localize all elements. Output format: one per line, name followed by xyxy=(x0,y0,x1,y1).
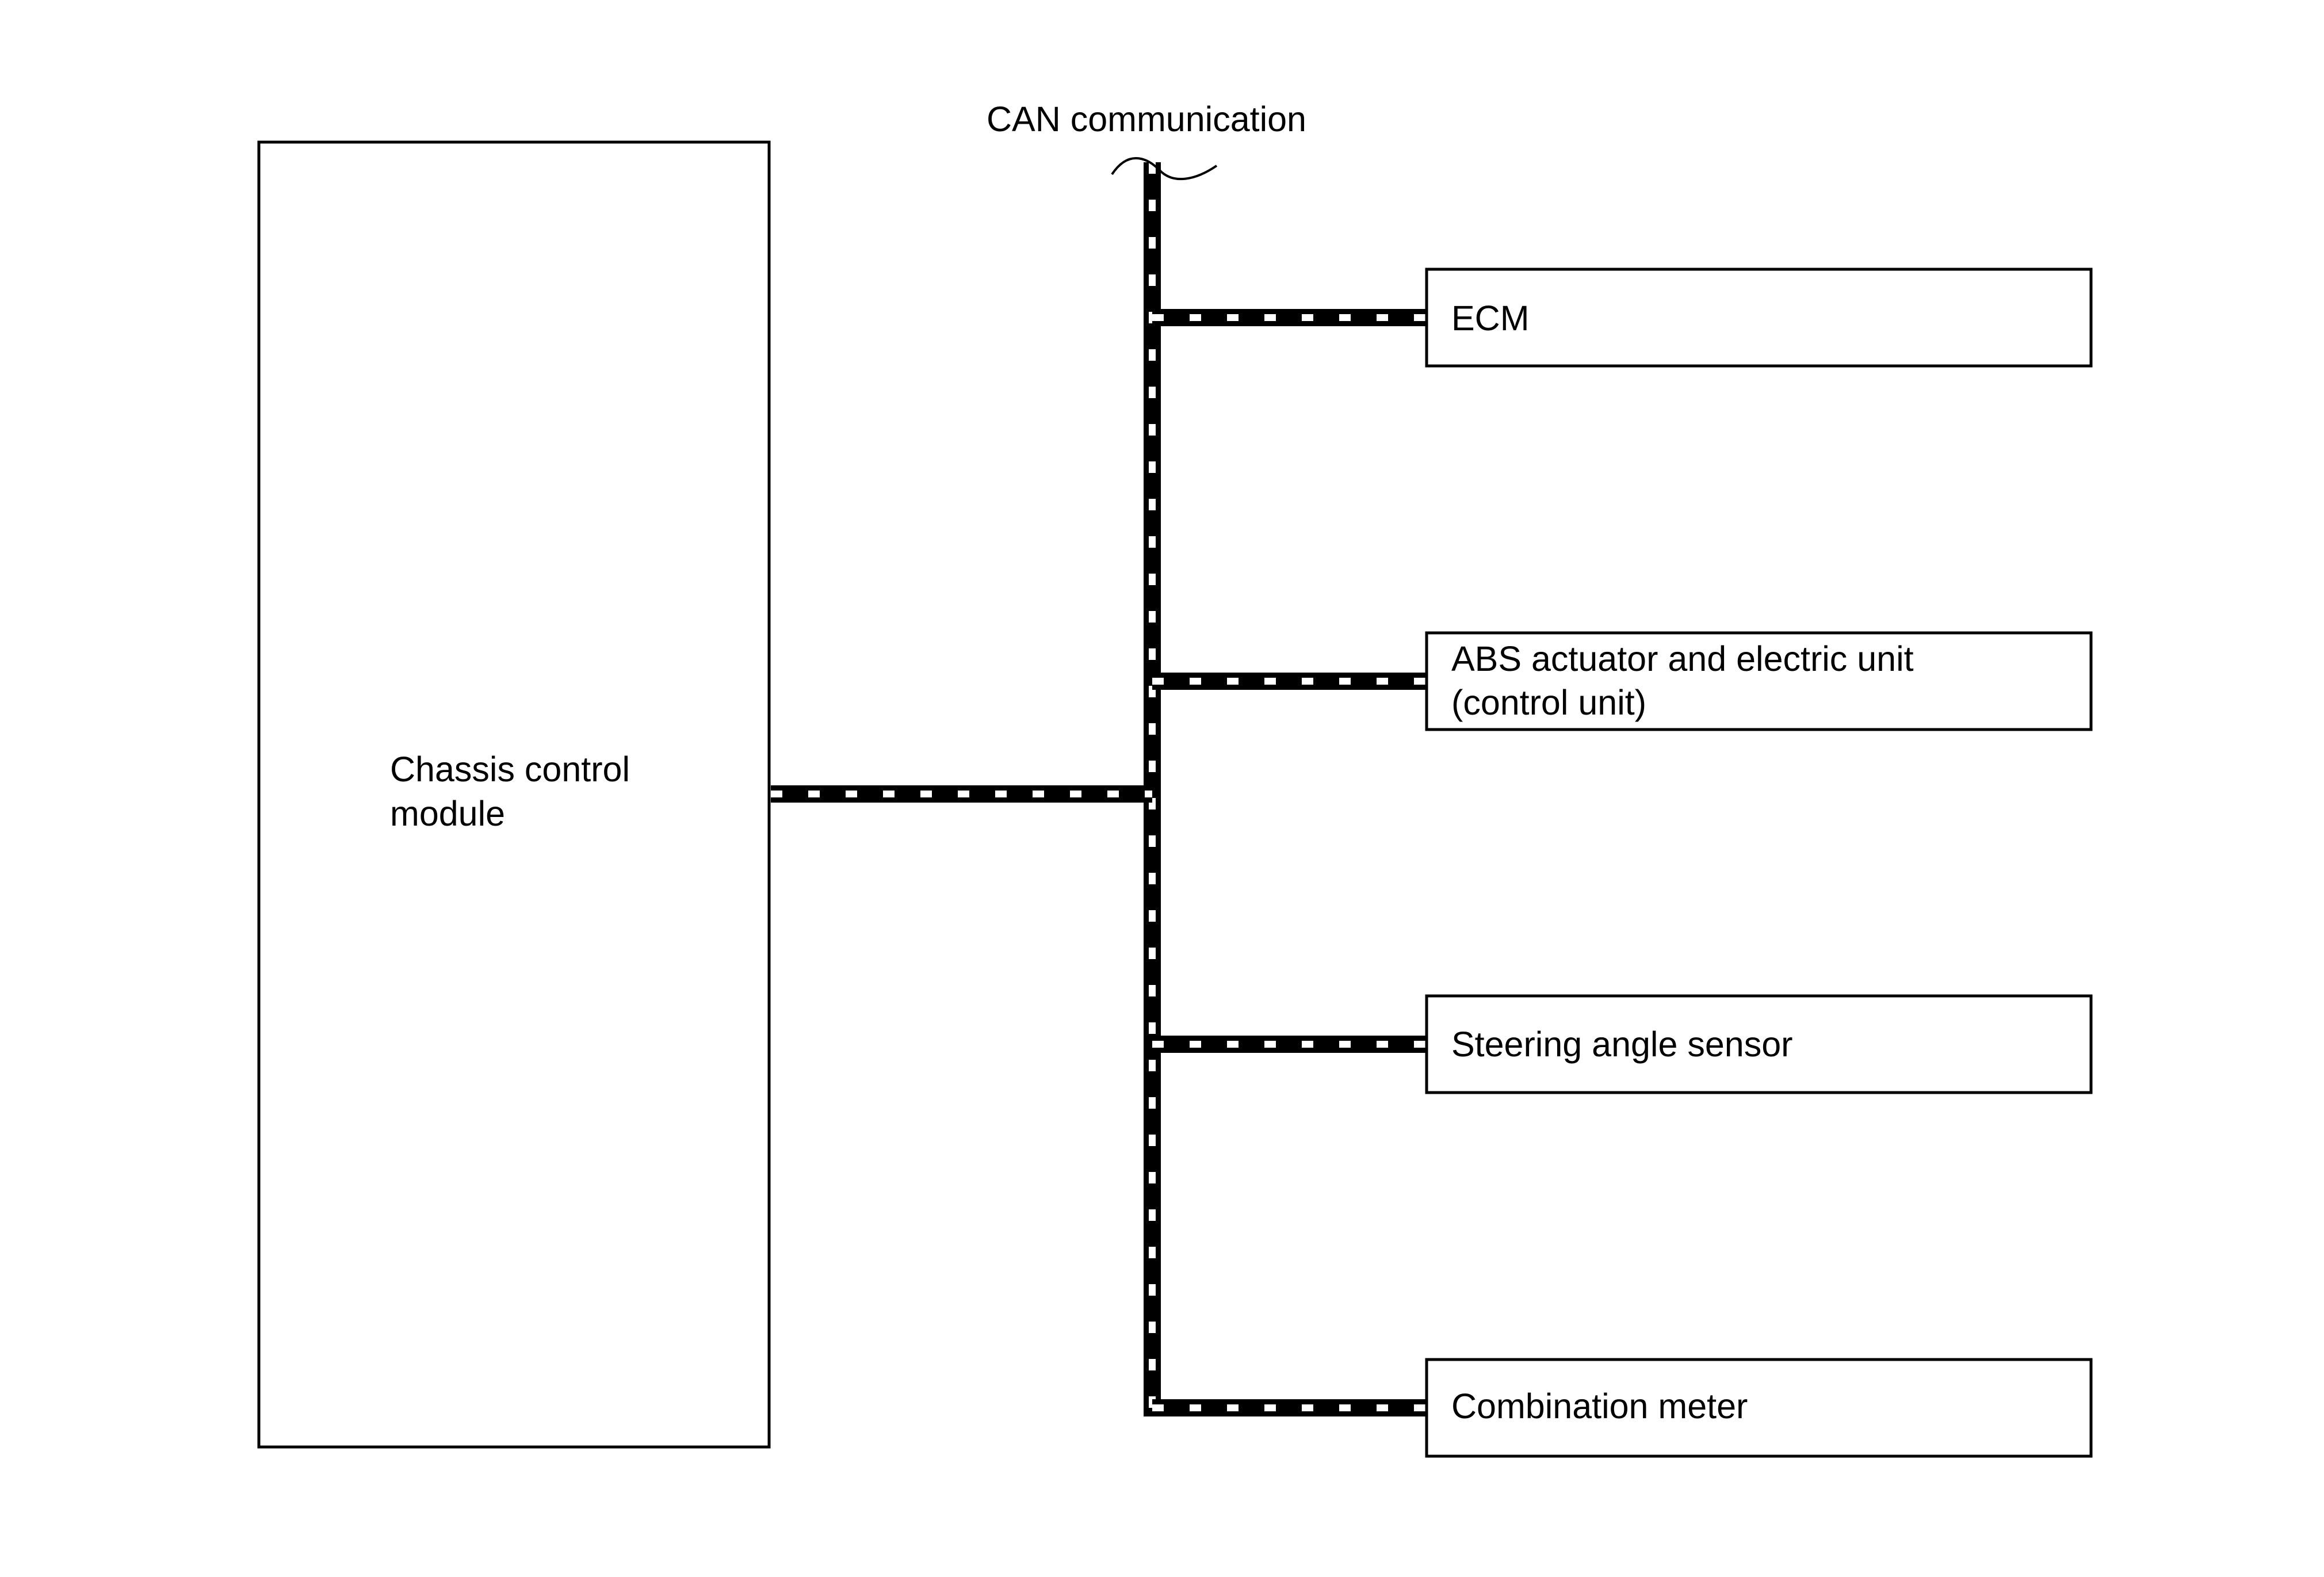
ecm-box xyxy=(1425,268,2093,368)
combination-meter-box xyxy=(1425,1358,2093,1458)
abs-actuator-box xyxy=(1425,631,2093,731)
ecm-label: ECM xyxy=(1451,299,1530,338)
chassis-control-module-box xyxy=(257,140,771,1449)
wire-break-squiggle-icon xyxy=(1111,157,1218,181)
can-communication-label: CAN communication xyxy=(987,100,1306,139)
steering-angle-sensor-box xyxy=(1425,994,2093,1094)
chassis-control-module-label-line1: Chassis control xyxy=(390,750,630,789)
chassis-control-module-label-line2: module xyxy=(390,794,505,833)
abs-actuator-label-line1: ABS actuator and electric unit xyxy=(1451,639,1914,678)
abs-actuator-label-line2: (control unit) xyxy=(1451,683,1646,722)
combination-meter-label: Combination meter xyxy=(1451,1387,1748,1426)
steering-angle-sensor-label: Steering angle sensor xyxy=(1451,1025,1792,1064)
